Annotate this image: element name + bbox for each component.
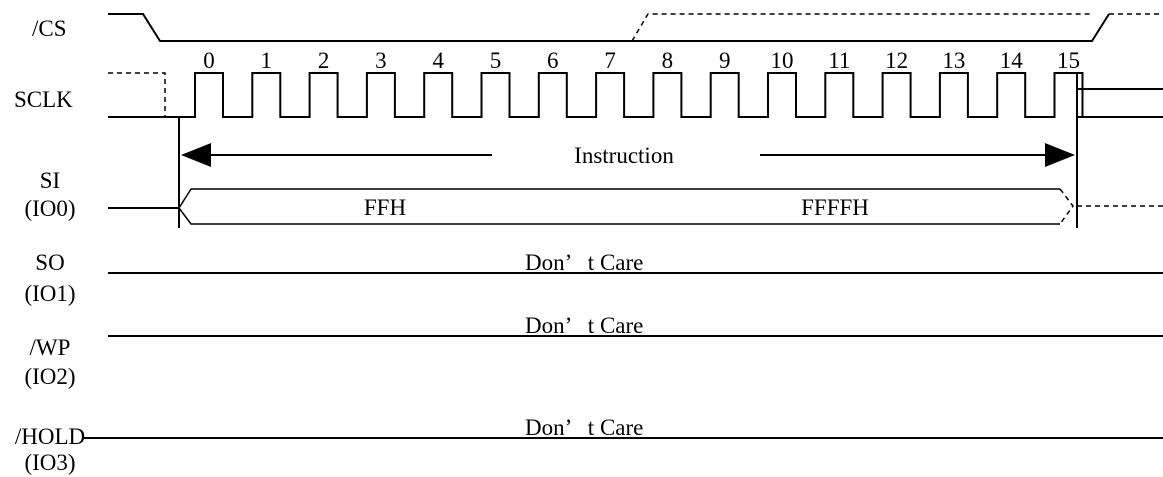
instruction-label: Instruction (574, 143, 674, 168)
cs-label: /CS (32, 16, 67, 41)
sclk-label: SCLK (14, 87, 73, 112)
wp-io-label: (IO2) (24, 364, 75, 389)
clock-number: 5 (490, 48, 502, 73)
si-io-label: (IO0) (24, 196, 75, 221)
wp-dont-care: Don’ t Care (525, 313, 643, 338)
clock-number: 11 (828, 48, 850, 73)
clock-number: 15 (1057, 48, 1080, 73)
si-data-first: FFH (364, 195, 406, 220)
instruction-arrow-left (181, 143, 211, 167)
clock-number: 13 (942, 48, 965, 73)
si-label: SI (40, 168, 60, 193)
so-label: SO (35, 250, 64, 275)
so-dont-care: Don’ t Care (525, 250, 643, 275)
clock-number: 6 (547, 48, 559, 73)
sclk-waveform (108, 72, 1163, 118)
clock-number: 8 (662, 48, 674, 73)
clock-number: 0 (203, 48, 215, 73)
si-data-second: FFFFH (801, 195, 869, 220)
si-waveform: FFH FFFFH (108, 188, 1163, 225)
clock-number: 9 (719, 48, 731, 73)
clock-number: 2 (318, 48, 330, 73)
clock-number: 3 (375, 48, 387, 73)
clock-number: 14 (1000, 48, 1024, 73)
clock-number: 4 (432, 48, 444, 73)
hold-waveform: Don’ t Care (84, 415, 1163, 440)
hold-dont-care: Don’ t Care (525, 415, 643, 440)
cs-waveform (108, 13, 1163, 42)
instruction-arrow-right (1045, 143, 1075, 167)
wp-waveform: Don’ t Care (108, 313, 1163, 338)
clock-number: 12 (885, 48, 908, 73)
clock-number: 1 (261, 48, 273, 73)
wp-label: /WP (30, 335, 71, 360)
so-waveform: Don’ t Care (108, 250, 1163, 275)
clock-number: 10 (771, 48, 794, 73)
hold-io-label: (IO3) (24, 450, 75, 475)
clock-number: 7 (604, 48, 616, 73)
instruction-span: Instruction (178, 117, 1078, 228)
so-io-label: (IO1) (24, 281, 75, 306)
hold-label: /HOLD (15, 424, 85, 449)
